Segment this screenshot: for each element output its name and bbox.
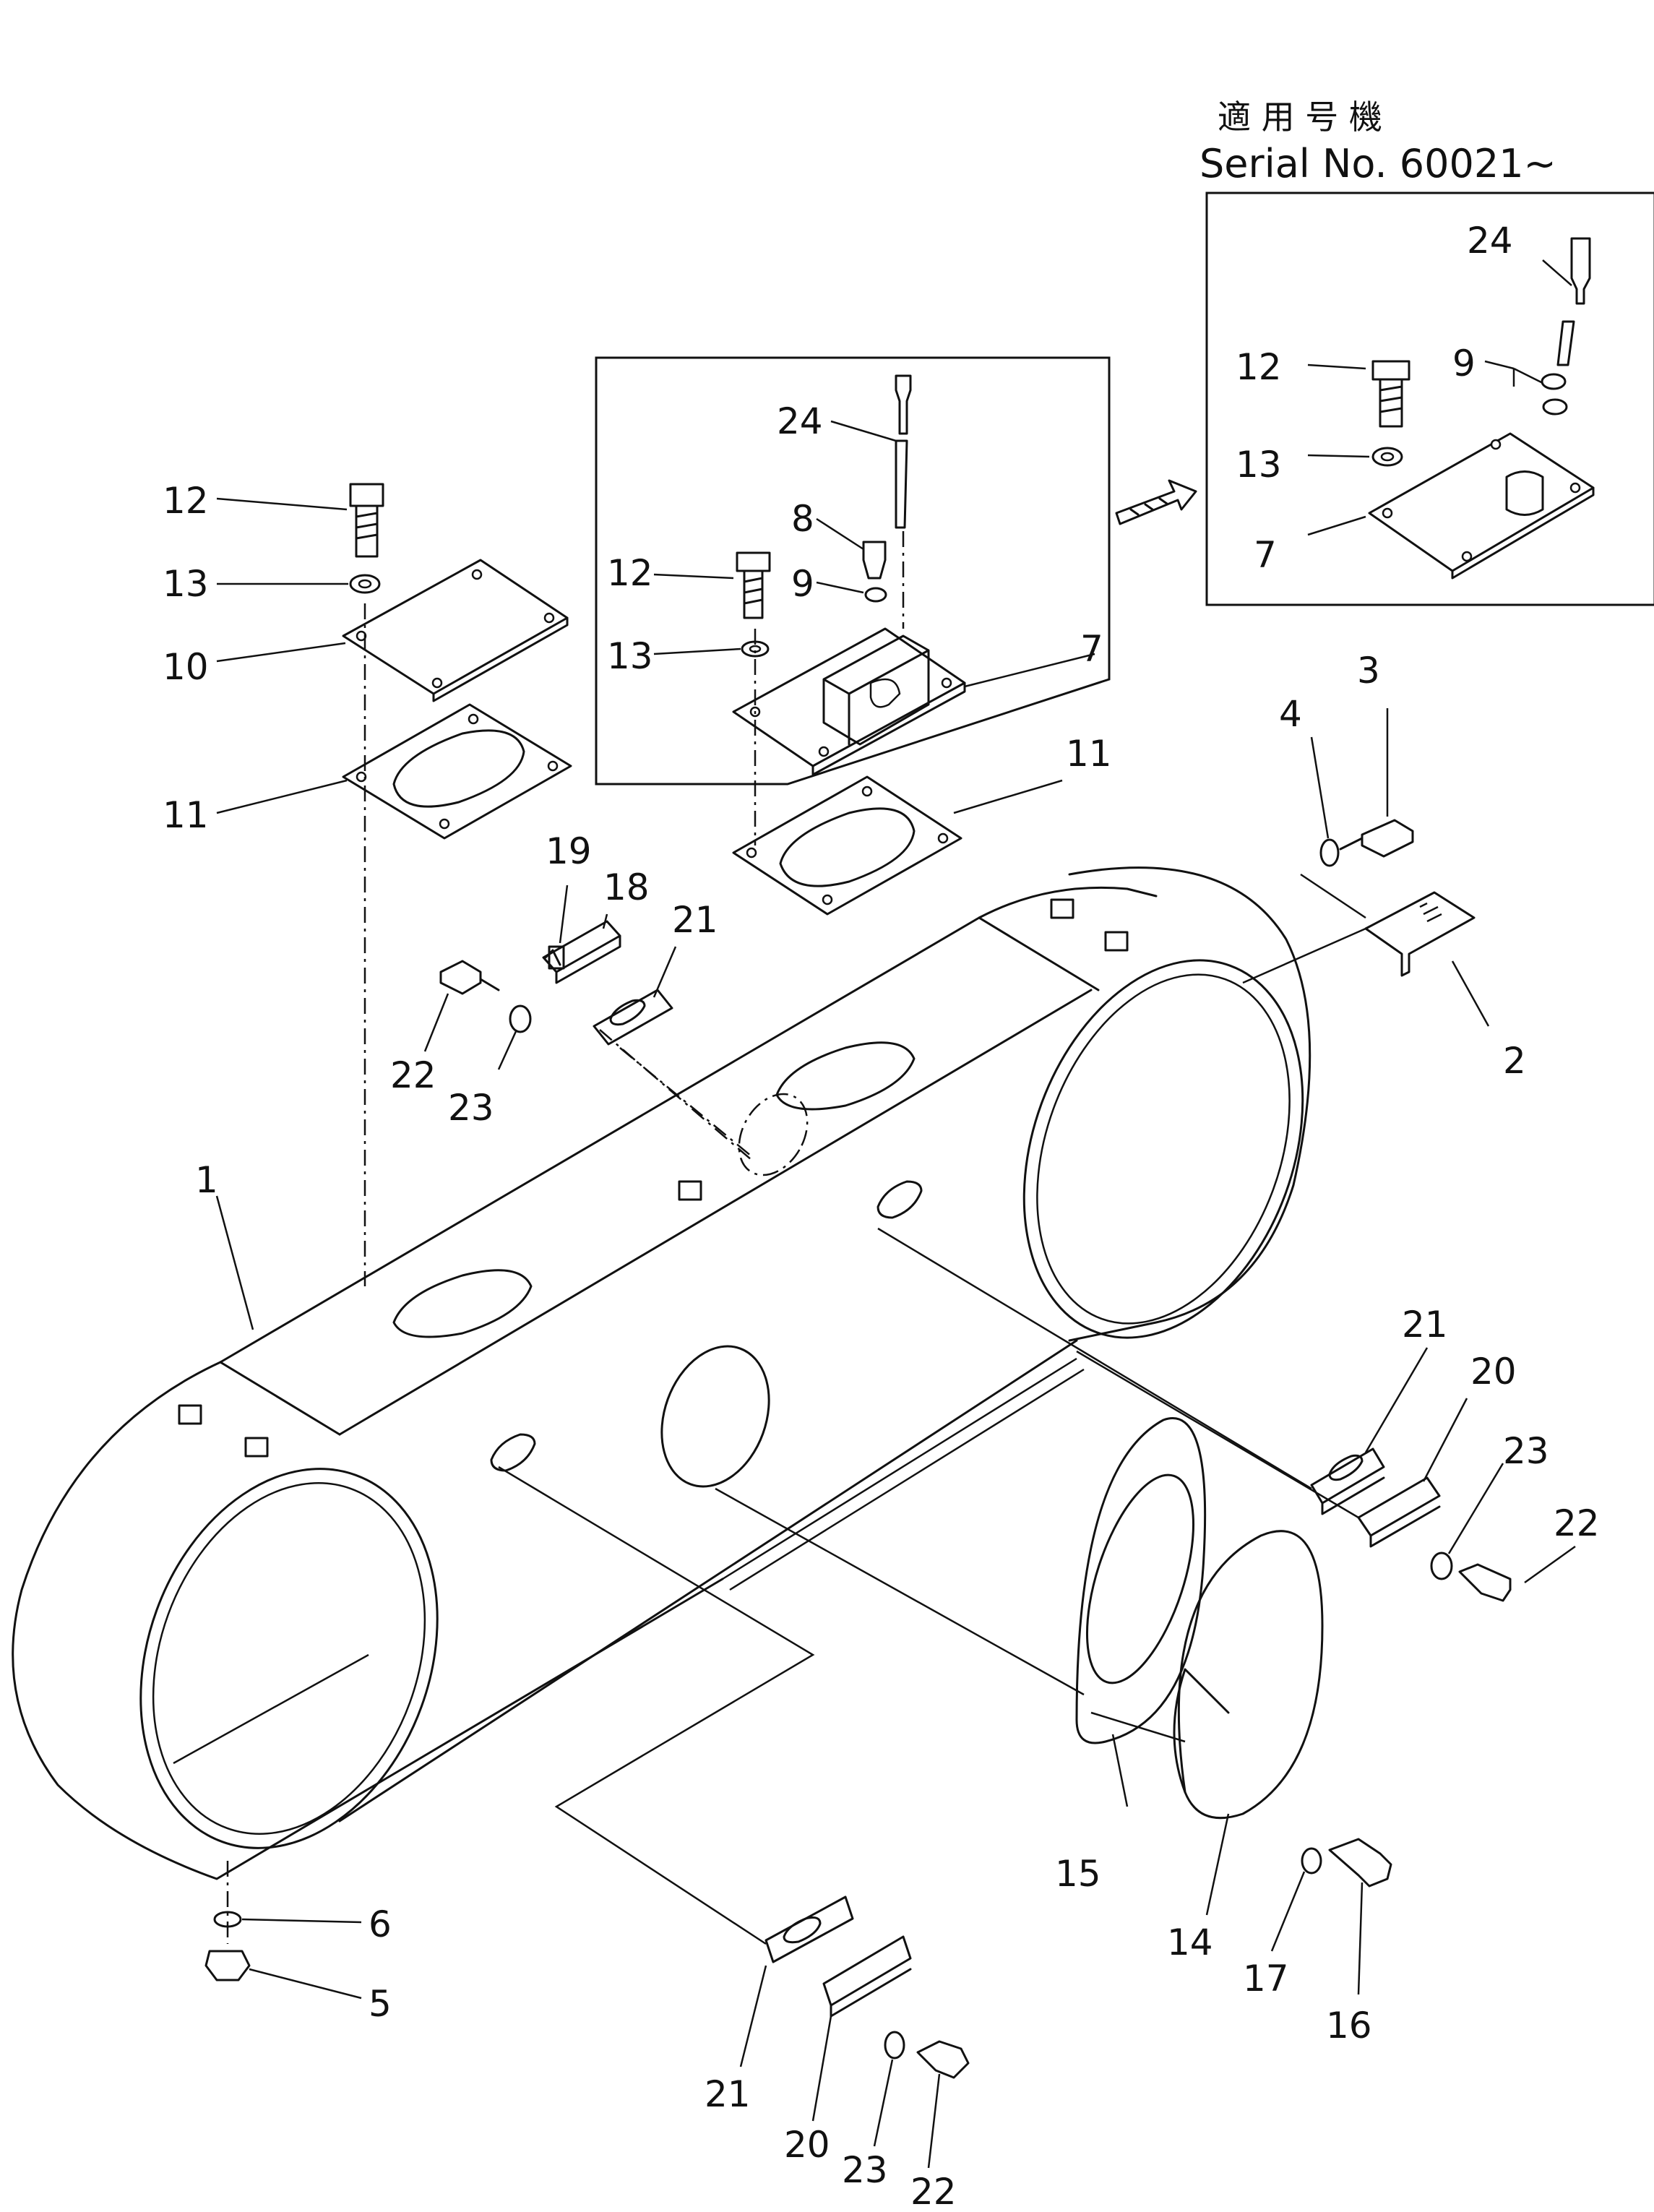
callout-7-inset: 7 [1254,534,1277,576]
callout-20-lower: 20 [784,2124,830,2166]
right-fitting: 21 20 23 22 [877,1227,1600,1602]
gasket-center: 11 [732,733,1112,916]
main-case: 1 [12,866,1311,1880]
callout-8: 8 [791,498,814,540]
inset-sensor [1556,237,1591,366]
callout-12-inset: 12 [1236,346,1282,388]
bracket [1364,891,1476,977]
callout-7: 7 [1080,628,1103,670]
callout-17: 17 [1243,1958,1289,2000]
serial-inset: 適 用 号 機 Serial No. 60021~ 24 12 9 13 7 [1115,98,1654,606]
inset-bolt [1371,360,1410,428]
upper-fitting: 19 18 21 22 23 [390,830,752,1157]
callout-2: 2 [1503,1040,1526,1082]
callout-16: 16 [1326,2005,1372,2047]
callout-9-inset: 9 [1452,343,1476,384]
callout-12-center: 12 [607,552,653,594]
round-cover-assembly: 15 14 17 16 [715,1417,1392,2047]
callout-18: 18 [603,866,650,908]
callout-10: 10 [163,646,209,688]
callout-6: 6 [369,1903,392,1945]
cover-bolt [1328,1838,1392,1888]
upper-fitting-bolt [439,960,500,995]
drain-plug: 6 5 [204,1861,392,2025]
breather-frame [595,356,1111,786]
serial-note-number: Serial No. 60021~ [1199,141,1556,186]
callout-19: 19 [546,830,592,872]
callout-15: 15 [1055,1853,1101,1895]
callout-24: 24 [777,400,823,442]
left-gasket [342,703,572,840]
serial-note-japanese: 適 用 号 機 [1218,98,1382,137]
callout-21-right: 21 [1402,1304,1448,1346]
callout-1: 1 [195,1159,218,1201]
bracket-bolt [1339,819,1414,858]
left-cover-assembly: 12 13 10 11 [163,480,572,1286]
inset-cover-plate [1368,432,1595,580]
callout-13-center: 13 [607,635,653,677]
callout-14: 14 [1167,1921,1213,1963]
lower-fitting: 21 20 23 22 [498,1466,970,2212]
callout-23-right: 23 [1503,1430,1549,1472]
left-bolt [349,483,384,558]
callout-23-upper: 23 [448,1087,494,1129]
bracket-assembly: 3 4 2 [1242,650,1526,1082]
breather-plug [862,541,887,580]
callout-22-right: 22 [1554,1502,1600,1544]
round-cover [1177,1530,1324,1820]
round-gasket [1075,1417,1207,1744]
breather-pipe [895,374,912,529]
callout-22-upper: 22 [390,1054,436,1096]
callout-21-lower: 21 [705,2073,751,2115]
left-cover-plate [342,559,569,702]
callout-24-inset: 24 [1467,220,1513,262]
breather-assembly: 24 8 12 9 13 7 [595,356,1111,845]
inset-sensor-socket [1505,470,1544,516]
callout-13-left: 13 [163,563,209,605]
callout-20-right: 20 [1470,1351,1517,1393]
serial-inset-frame [1205,191,1654,606]
callout-21-upper: 21 [672,899,718,941]
breather-bolt [736,551,771,619]
callout-11-left: 11 [163,794,209,836]
breather-box [822,634,930,746]
callout-3: 3 [1357,650,1380,692]
callout-23-lower: 23 [842,2149,888,2191]
callout-4: 4 [1279,693,1302,735]
inset-arrow [1115,479,1197,525]
callout-12-left: 12 [163,480,209,522]
callout-9: 9 [791,563,814,605]
breather-cover-plate [732,627,966,776]
callout-13-inset: 13 [1236,444,1282,486]
callout-5: 5 [369,1983,392,2025]
callout-11-center: 11 [1066,733,1112,775]
callout-22-lower: 22 [910,2171,957,2212]
